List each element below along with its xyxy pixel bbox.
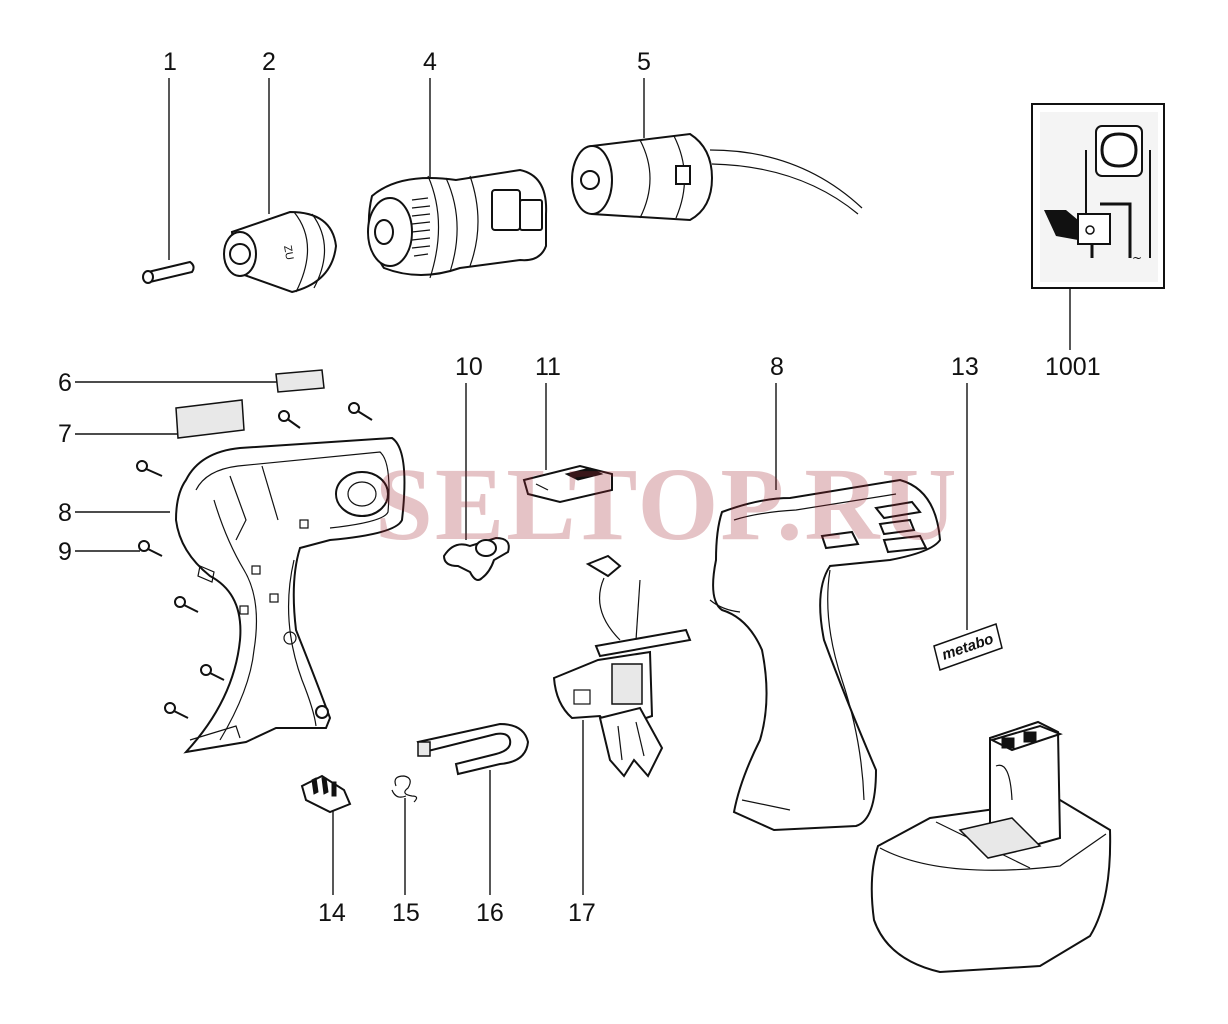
callout-1001: 1001 [1045,353,1101,381]
callout-8-right: 8 [770,353,784,381]
part-16-u-bracket [416,722,530,776]
part-1001-wiring-schematic: ~ [1031,103,1165,289]
part-10-switch-lever [442,536,510,581]
callout-8-left: 8 [58,499,72,527]
leader-lines [75,78,1071,895]
callout-1: 1 [163,48,177,76]
part-5-motor [571,132,863,222]
part-4-gearbox [367,168,548,279]
part-7-label-strip [175,399,245,439]
svg-text:ZU: ZU [281,244,295,261]
battery-pack [870,720,1112,974]
part-15-spring [391,775,418,803]
part-17-switch-assembly [552,554,692,778]
callout-17: 17 [568,899,596,927]
callout-11: 11 [535,353,561,381]
part-14-connector [300,774,352,814]
callout-16: 16 [476,899,504,927]
screws [136,402,373,719]
callout-14: 14 [318,899,346,927]
part-2-chuck: ZU [223,210,338,294]
callout-10: 10 [455,353,483,381]
callout-7: 7 [58,420,72,448]
part-1-pin [142,260,195,284]
part-8-right-housing-half [709,478,942,832]
part-8-left-housing-half [174,436,406,754]
part-11-slider [522,464,613,504]
svg-text:~: ~ [1132,251,1142,265]
part-6-label-strip [275,369,325,393]
callout-15: 15 [392,899,420,927]
callout-4: 4 [423,48,437,76]
callout-5: 5 [637,48,651,76]
callout-2: 2 [262,48,276,76]
callout-6: 6 [58,369,72,397]
callout-13: 13 [951,353,979,381]
part-13-brand-label: metabo [933,623,1003,671]
callout-9: 9 [58,538,72,566]
